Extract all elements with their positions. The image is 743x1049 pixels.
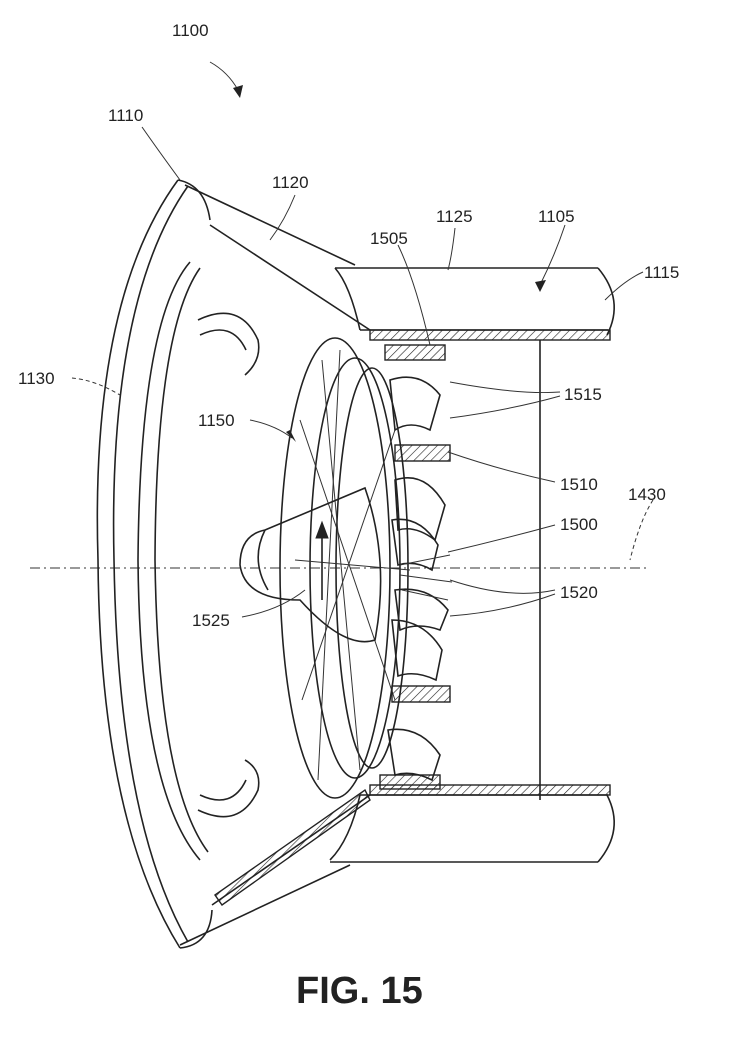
- label-1130: 1130: [18, 369, 55, 388]
- label-1110: 1110: [108, 106, 143, 125]
- outer-housing: [330, 268, 614, 862]
- stator-vanes: [380, 345, 452, 789]
- label-1500: 1500: [560, 515, 598, 534]
- label-1125: 1125: [436, 207, 473, 226]
- label-1515: 1515: [564, 385, 602, 404]
- label-1120: 1120: [272, 173, 309, 192]
- label-1150: 1150: [198, 411, 235, 430]
- label-1520: 1520: [560, 583, 598, 602]
- label-1430: 1430: [628, 485, 666, 504]
- figure-caption: FIG. 15: [296, 970, 423, 1012]
- label-1505: 1505: [370, 229, 408, 248]
- label-1115: 1115: [644, 263, 679, 282]
- label-1510: 1510: [560, 475, 598, 494]
- label-1100: 1100: [172, 21, 209, 40]
- swirl-arrows: [198, 313, 259, 816]
- label-1105: 1105: [538, 207, 575, 226]
- reference-numerals: 1100 1110 1120 1125 1105 1115 1505 1130 …: [18, 21, 679, 630]
- label-1525: 1525: [192, 611, 230, 630]
